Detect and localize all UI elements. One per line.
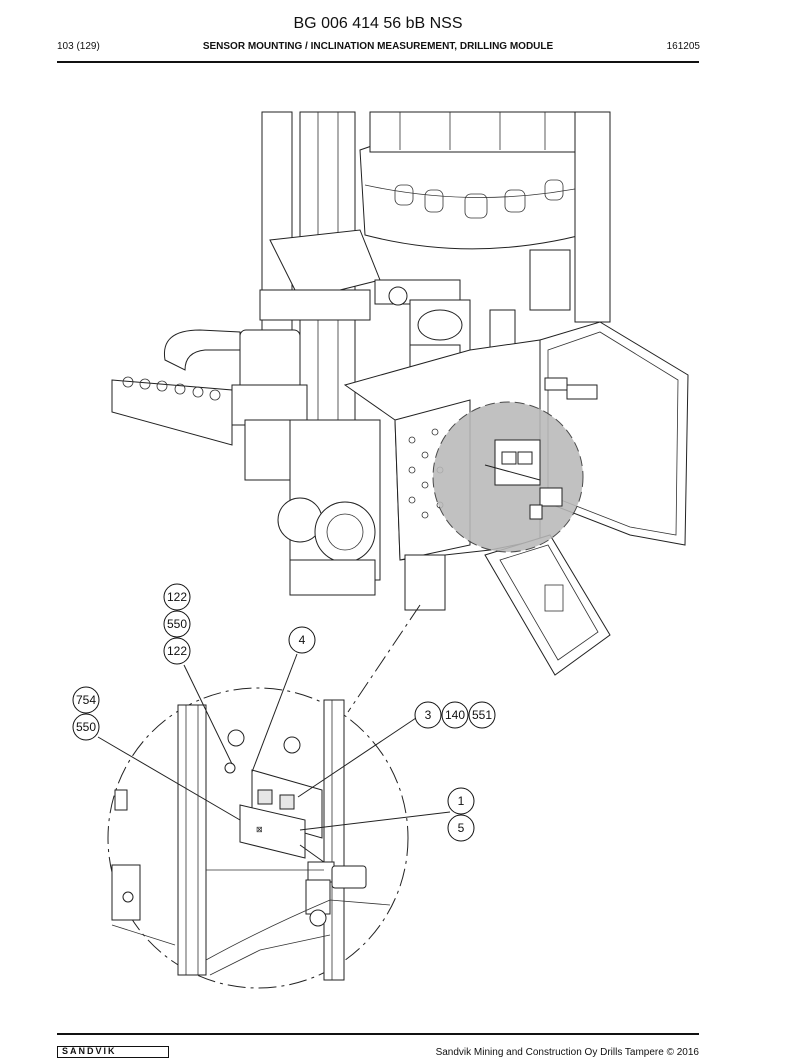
svg-text:550: 550 <box>167 617 187 631</box>
callout-551: 551 <box>468 701 496 729</box>
document-title: BG 006 414 56 bB NSS <box>293 15 463 32</box>
callout-122-bottom: 122 <box>163 637 191 665</box>
document-code: 161205 <box>666 41 700 52</box>
callout-140: 140 <box>441 701 469 729</box>
svg-text:1: 1 <box>458 794 465 808</box>
svg-text:140: 140 <box>445 708 465 722</box>
page-reference: 103 (129) <box>57 41 100 52</box>
callout-122-top: 122 <box>163 583 191 611</box>
header-rule <box>57 61 699 63</box>
svg-text:122: 122 <box>167 590 187 604</box>
svg-text:551: 551 <box>472 708 492 722</box>
svg-text:⊠: ⊠ <box>256 825 263 834</box>
callout-5: 5 <box>447 814 475 842</box>
callout-550-left: 550 <box>72 713 100 741</box>
sensor-small-view <box>484 439 563 520</box>
leader-lines <box>97 653 451 831</box>
detail-view: ⊠ <box>107 687 409 989</box>
svg-text:550: 550 <box>76 720 96 734</box>
callout-3: 3 <box>414 701 442 729</box>
svg-text:4: 4 <box>299 633 306 647</box>
callout-1: 1 <box>447 787 475 815</box>
svg-text:3: 3 <box>425 708 432 722</box>
svg-text:5: 5 <box>458 821 465 835</box>
callout-754: 754 <box>72 686 100 714</box>
callout-4: 4 <box>288 626 316 654</box>
footer-rule <box>57 1033 699 1035</box>
svg-text:754: 754 <box>76 693 96 707</box>
section-title: SENSOR MOUNTING / INCLINATION MEASUREMEN… <box>202 41 554 52</box>
svg-text:122: 122 <box>167 644 187 658</box>
callout-550-top: 550 <box>163 610 191 638</box>
